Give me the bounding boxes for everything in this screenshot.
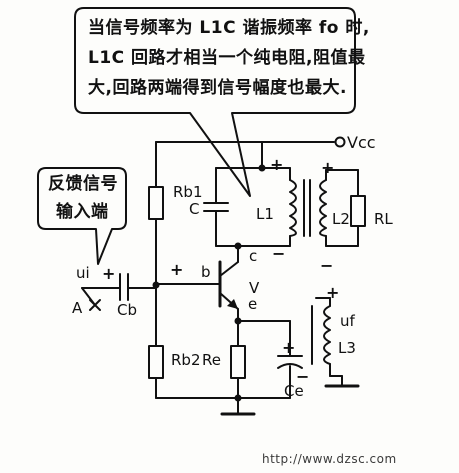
l1-bottom-minus-mark: −: [272, 244, 286, 263]
ui-label: ui: [76, 264, 90, 282]
re-label: Re: [202, 351, 221, 369]
l2-label: L2: [332, 210, 350, 228]
uf-label: uf: [340, 312, 355, 330]
l1-coil: [289, 179, 297, 237]
emitter-label: e: [248, 295, 258, 313]
callout-main-line3: 大,回路两端得到信号幅度也最大.: [88, 78, 347, 98]
base-label: b: [201, 263, 211, 281]
callout-feedback-line1: 反馈信号: [48, 174, 118, 194]
l1-label: L1: [256, 205, 274, 223]
collector-label: c: [249, 247, 258, 265]
ce-plus-mark: +: [282, 338, 296, 357]
l2-coil: [319, 179, 327, 237]
ui-plus-mark: +: [102, 264, 116, 283]
cb-label: Cb: [117, 301, 137, 319]
watermark-text: http://www.dzsc.com: [262, 452, 397, 466]
callout-main-line1: 当信号频率为 L1C 谐振频率 fo 时,: [88, 18, 370, 38]
ce-label: Ce: [284, 382, 304, 400]
l3-bottom-minus-mark: −: [296, 367, 310, 386]
re-resistor: [230, 345, 246, 379]
ce-plate-bottom: [277, 363, 303, 369]
rb2-label: Rb2: [171, 351, 201, 369]
rb1-resistor: [148, 186, 164, 220]
base-plus-mark: +: [170, 260, 184, 279]
c-label: C: [189, 200, 200, 218]
rl-resistor: [350, 195, 366, 227]
transistor-label: V: [249, 279, 260, 297]
emitter-arrow: [227, 299, 238, 309]
vcc-label: Vcc: [347, 133, 376, 152]
l3-top-plus-mark: +: [326, 283, 340, 302]
feedback-callout-bubble: [37, 167, 127, 265]
callout-main-line2: L1C 回路才相当一个纯电阻,阻值最: [88, 48, 366, 68]
rl-label: RL: [374, 210, 393, 228]
l3-label: L3: [338, 339, 356, 357]
callout-feedback-line2: 输入端: [56, 202, 109, 222]
l2-bottom-minus-mark: −: [320, 256, 334, 275]
vcc-terminal: [334, 136, 346, 148]
a-label: A: [72, 299, 83, 317]
rb1-label: Rb1: [173, 183, 203, 201]
rb2-resistor: [148, 345, 164, 379]
l1-top-plus-mark: +: [270, 155, 284, 174]
l2-top-plus-mark: +: [321, 158, 335, 177]
main-callout-bubble: [74, 7, 356, 197]
l3-coil: [323, 305, 331, 365]
